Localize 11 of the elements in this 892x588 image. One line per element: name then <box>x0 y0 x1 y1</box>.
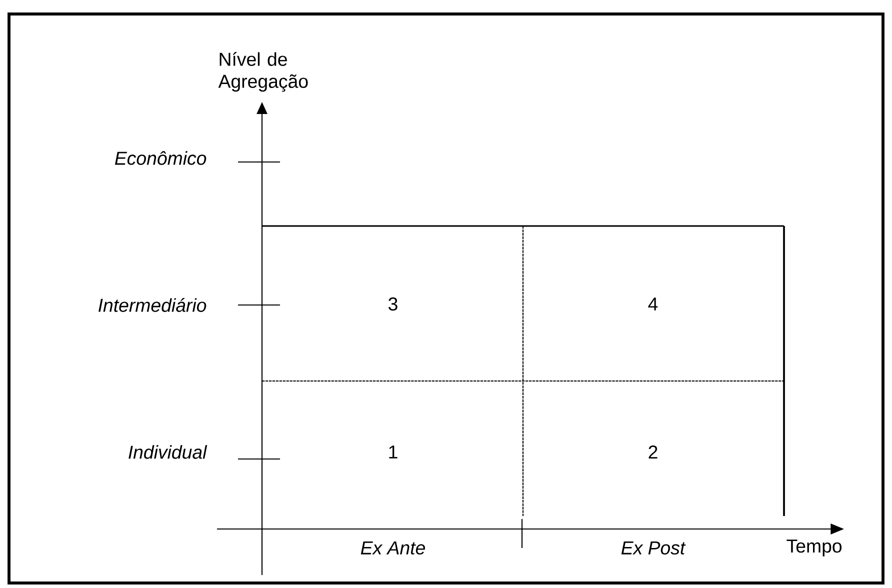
axis-label: Econômico <box>114 151 206 165</box>
quadrant-number: 1 <box>389 446 398 458</box>
axis-label: Intermediário <box>98 298 206 312</box>
axis-label: Nível de Agregação <box>218 52 308 92</box>
axis-label: Tempo <box>786 540 842 556</box>
quadrant-number: 4 <box>648 298 658 310</box>
axis-label: Ex Post <box>621 541 686 554</box>
quadrant-number: 3 <box>388 297 398 311</box>
axis-label: Ex Ante <box>360 541 425 554</box>
quadrant-number: 2 <box>648 445 658 458</box>
axis-label: Individual <box>128 445 208 459</box>
